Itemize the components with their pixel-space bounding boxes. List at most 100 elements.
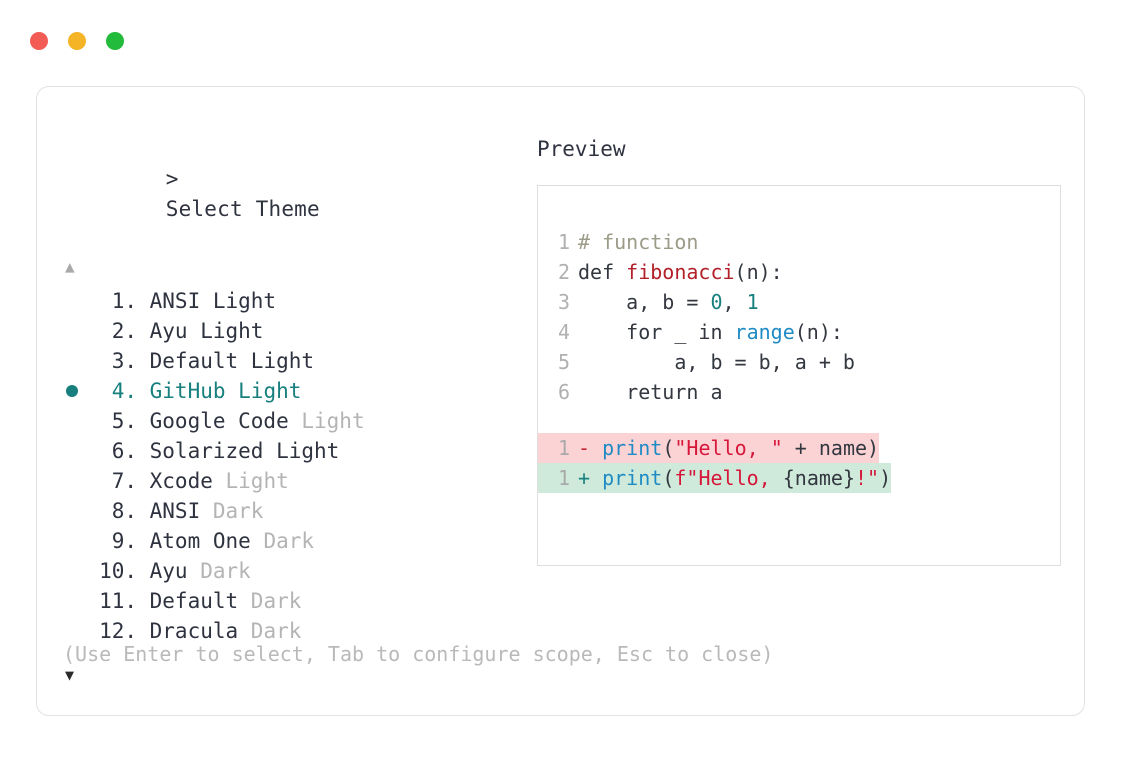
theme-list-item[interactable]: 4. GitHub Light (63, 376, 533, 406)
prompt-caret-icon: > (165, 167, 179, 191)
theme-item-name: Google Code (137, 409, 302, 433)
theme-item-name: Default (137, 349, 251, 373)
theme-item-name: Xcode (137, 469, 226, 493)
selection-bullet-cell (63, 316, 93, 346)
line-number: 3 (557, 290, 570, 314)
theme-item-number: 4. (111, 379, 137, 403)
theme-item-variant: Dark (212, 499, 264, 523)
picker-prompt: > Select Theme (63, 134, 533, 254)
code-token: , (722, 290, 747, 314)
theme-item-number: 2. (111, 319, 137, 343)
diff-line-add: 1 + print(f"Hello, {name}!") (538, 463, 892, 493)
theme-item-variant: Dark (263, 529, 315, 553)
theme-list-item[interactable]: 7. Xcode Light (63, 466, 533, 496)
code-token: a, b = b, a + b (578, 350, 855, 374)
page-title: Select Theme (165, 197, 320, 221)
selection-bullet-cell (63, 556, 93, 586)
code-token: ) (879, 466, 892, 490)
code-token: for _ in (578, 320, 735, 344)
line-number: 5 (557, 350, 570, 374)
window-traffic-lights (30, 32, 124, 50)
close-button[interactable] (30, 32, 48, 50)
code-token: def (578, 260, 627, 284)
code-source: for _ in range(n): (578, 317, 843, 347)
theme-list-item[interactable]: 11. Default Dark (63, 586, 533, 616)
theme-item-variant: Dark (250, 619, 302, 643)
line-number: 4 (557, 320, 570, 344)
code-token: {name} (782, 466, 855, 490)
selection-bullet-cell (63, 406, 93, 436)
theme-list-item[interactable]: 6. Solarized Light (63, 436, 533, 466)
code-token: print (602, 436, 663, 460)
code-line: 1 # function (538, 227, 1060, 257)
theme-item-name: Dracula (137, 619, 251, 643)
diff-line-del: 1- print("Hello, " + name) (538, 433, 880, 463)
line-number: 6 (557, 380, 570, 404)
code-source: print("Hello, " + name) (602, 433, 879, 463)
diff-sign-icon: - (578, 436, 603, 460)
theme-item-number: 11. (99, 589, 137, 613)
theme-item-number: 1. (111, 289, 137, 313)
code-token: !" (854, 466, 880, 490)
diff-block: 1- print("Hello, " + name)1+ print(f"Hel… (538, 433, 1060, 493)
theme-list-item[interactable]: 5. Google Code Light (63, 406, 533, 436)
theme-list-item[interactable]: 12. Dracula Dark (63, 616, 533, 646)
code-token: (n): (734, 260, 783, 284)
preview-label: Preview (537, 137, 626, 161)
theme-item-name: GitHub (137, 379, 239, 403)
line-number: 2 (557, 260, 570, 284)
diff-sign-icon: + (578, 466, 603, 490)
code-source: a, b = b, a + b (578, 347, 855, 377)
minimize-button[interactable] (68, 32, 86, 50)
code-source: return a (578, 377, 723, 407)
line-number: 1 (557, 230, 570, 254)
selection-bullet-cell (63, 496, 93, 526)
theme-item-variant: Light (301, 409, 365, 433)
keyboard-hint: (Use Enter to select, Tab to configure s… (63, 642, 774, 666)
theme-item-variant: Light (212, 289, 277, 313)
theme-item-variant: Dark (250, 589, 302, 613)
theme-list-item[interactable]: 10. Ayu Dark (63, 556, 533, 586)
selected-bullet-icon (66, 385, 78, 397)
theme-item-name: ANSI (137, 289, 213, 313)
maximize-button[interactable] (106, 32, 124, 50)
selection-bullet-cell (63, 526, 93, 556)
code-token: f"Hello, (674, 466, 783, 490)
code-token: print (602, 466, 663, 490)
theme-list-item[interactable]: 1. ANSI Light (63, 286, 533, 316)
code-source: def fibonacci(n): (578, 257, 783, 287)
code-token: + name) (782, 436, 880, 460)
theme-item-number: 12. (99, 619, 137, 643)
theme-list-item[interactable]: 9. Atom One Dark (63, 526, 533, 556)
theme-item-name: Solarized (137, 439, 277, 463)
code-token: return a (578, 380, 723, 404)
line-number: 1 (557, 436, 570, 460)
scroll-down-icon[interactable]: ▼ (65, 666, 75, 684)
selection-bullet-cell (63, 376, 93, 406)
code-token: # function (578, 230, 699, 254)
code-token: range (734, 320, 795, 344)
code-token: ( (662, 466, 675, 490)
theme-item-number: 3. (111, 349, 137, 373)
code-line: 2 def fibonacci(n): (538, 257, 1060, 287)
code-source: print(f"Hello, {name}!") (602, 463, 891, 493)
theme-item-number: 6. (111, 439, 137, 463)
code-token: ( (662, 436, 675, 460)
line-number: 1 (557, 466, 570, 490)
theme-list-item[interactable]: 2. Ayu Light (63, 316, 533, 346)
theme-item-variant: Light (250, 349, 315, 373)
code-token: 0 (710, 290, 723, 314)
theme-item-name: ANSI (137, 499, 213, 523)
code-token: 1 (746, 290, 759, 314)
selection-bullet-cell (63, 466, 93, 496)
code-token: fibonacci (626, 260, 735, 284)
theme-list-item[interactable]: 8. ANSI Dark (63, 496, 533, 526)
theme-list-item[interactable]: 3. Default Light (63, 346, 533, 376)
scroll-up-icon[interactable]: ▲ (65, 257, 75, 276)
theme-item-variant: Light (238, 379, 302, 403)
theme-item-number: 9. (111, 529, 137, 553)
